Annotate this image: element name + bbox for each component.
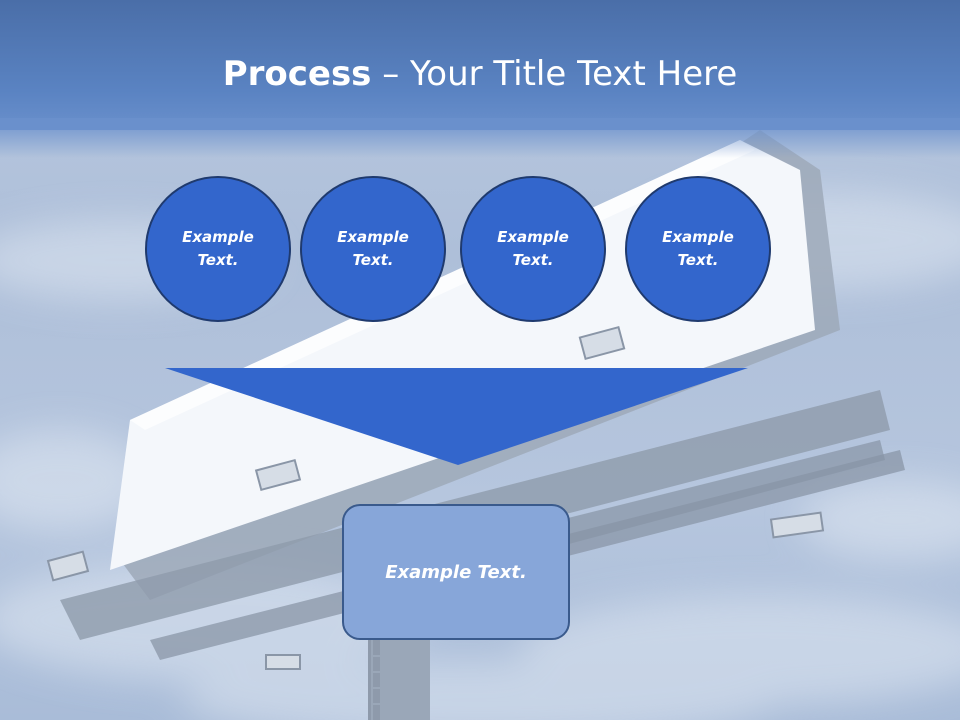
step-circle-1: Example Text. — [145, 176, 291, 322]
title-banner-fade — [0, 118, 960, 158]
step-circle-2: Example Text. — [300, 176, 446, 322]
step-circle-4: Example Text. — [625, 176, 771, 322]
title-banner — [0, 0, 960, 130]
slide-title: Process – Your Title Text Here — [0, 52, 960, 96]
title-bold-part: Process — [222, 54, 372, 94]
step-circle-3: Example Text. — [460, 176, 606, 322]
result-label: Example Text. — [385, 561, 527, 583]
step-label: Example Text. — [182, 228, 254, 269]
step-label: Example Text. — [497, 228, 569, 269]
title-rest-part: – Your Title Text Here — [371, 54, 738, 94]
result-box: Example Text. — [342, 504, 570, 640]
step-label: Example Text. — [662, 228, 734, 269]
step-label: Example Text. — [337, 228, 409, 269]
